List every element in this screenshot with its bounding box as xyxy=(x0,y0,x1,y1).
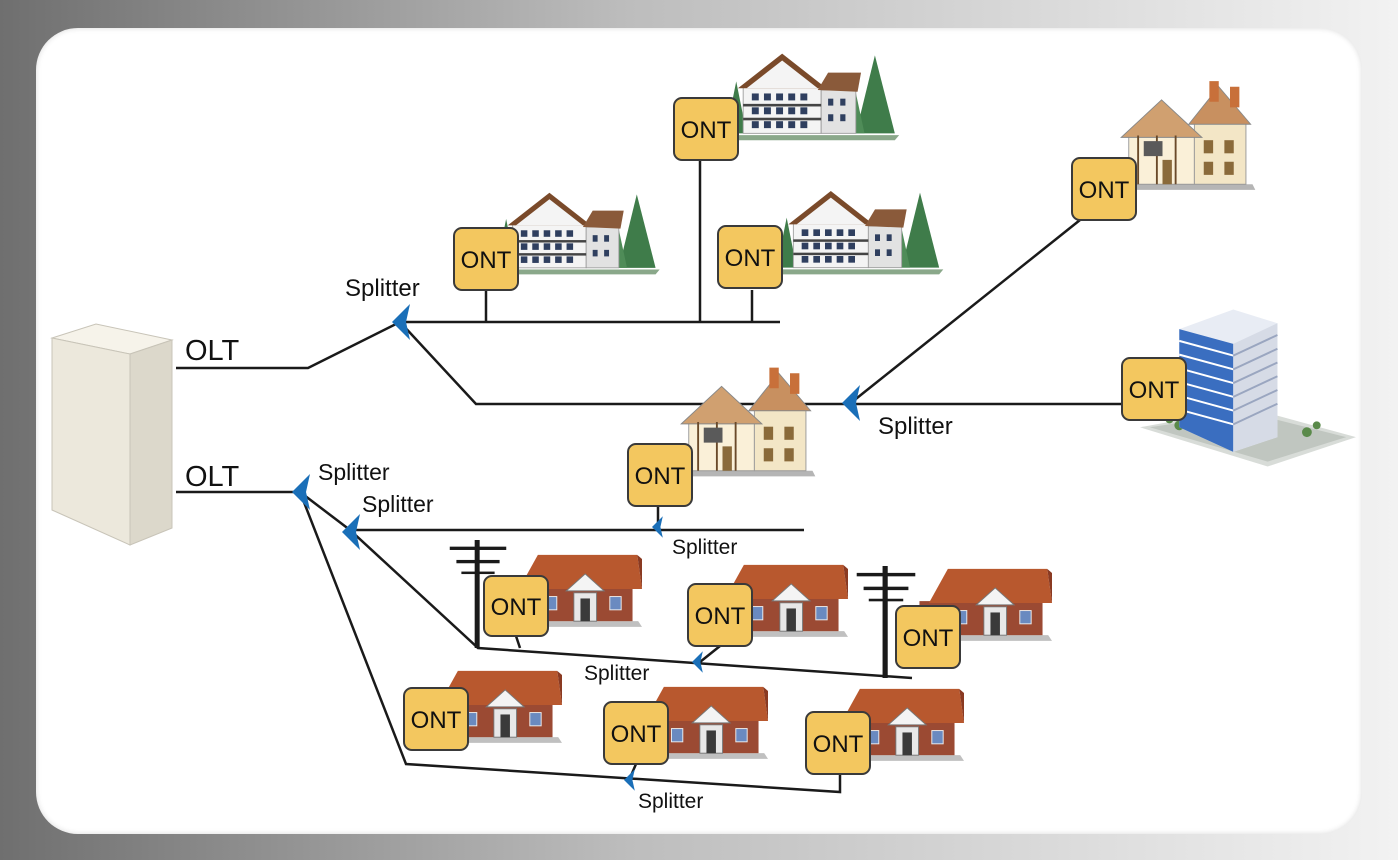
cottage-icon xyxy=(673,366,817,478)
ont-label: ONT xyxy=(491,594,542,621)
chalet-icon xyxy=(776,190,944,275)
ont-label: ONT xyxy=(635,463,686,490)
ont-label: ONT xyxy=(411,707,462,734)
ont-label: ONT xyxy=(681,117,732,144)
ont-box: ONT xyxy=(717,225,783,289)
splitter-label: Splitter xyxy=(345,275,420,302)
splitter-icon xyxy=(342,514,360,550)
ont-box: ONT xyxy=(1121,357,1187,421)
ont-label: ONT xyxy=(903,625,954,652)
ont-label: ONT xyxy=(813,731,864,758)
splitter-label: Splitter xyxy=(584,662,649,685)
ont-box: ONT xyxy=(483,575,549,637)
ont-box: ONT xyxy=(603,701,669,765)
splitter-icon xyxy=(292,474,310,510)
ont-label: ONT xyxy=(1079,177,1130,204)
ont-box: ONT xyxy=(403,687,469,751)
ont-box: ONT xyxy=(687,583,753,647)
ont-box: ONT xyxy=(1071,157,1137,221)
ont-box: ONT xyxy=(673,97,739,161)
ont-box: ONT xyxy=(627,443,693,507)
ont-label: ONT xyxy=(725,245,776,272)
olt-label: OLT xyxy=(185,335,240,367)
ont-box: ONT xyxy=(805,711,871,775)
splitter-label: Splitter xyxy=(638,790,703,813)
splitter-label: Splitter xyxy=(672,536,737,559)
ont-box: ONT xyxy=(453,227,519,291)
ont-label: ONT xyxy=(1129,377,1180,404)
ont-label: ONT xyxy=(695,603,746,630)
olt-cabinet xyxy=(50,323,174,546)
ont-label: ONT xyxy=(461,247,512,274)
splitter-label: Splitter xyxy=(362,491,434,517)
olt-label: OLT xyxy=(185,461,240,493)
ont-label: ONT xyxy=(611,721,662,748)
splitter-label: Splitter xyxy=(318,459,390,485)
chalet-icon xyxy=(725,53,900,141)
ont-box: ONT xyxy=(895,605,961,669)
splitter-label: Splitter xyxy=(878,413,953,440)
fiber-lines xyxy=(176,160,1122,794)
chalet-icon xyxy=(495,192,661,275)
splitter-icon xyxy=(624,769,635,791)
